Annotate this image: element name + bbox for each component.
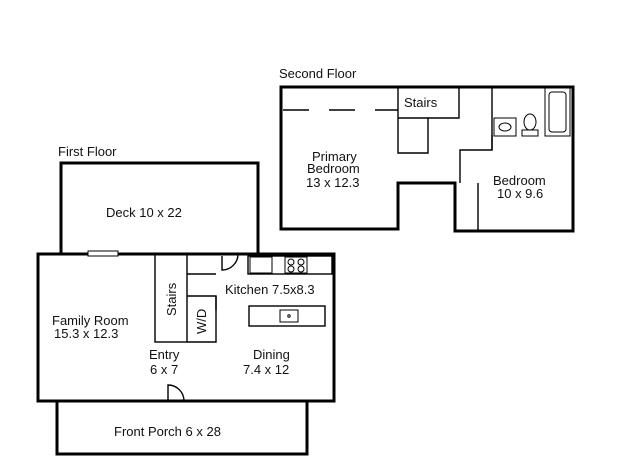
entry-name: Entry bbox=[149, 347, 180, 362]
refrigerator bbox=[249, 256, 273, 274]
bathtub-basin bbox=[548, 91, 567, 133]
stairs-lower-box bbox=[154, 253, 188, 343]
burner-3 bbox=[287, 265, 295, 273]
bathroom-walls bbox=[459, 88, 493, 231]
dining-name: Dining bbox=[253, 347, 290, 362]
burner-4 bbox=[297, 265, 305, 273]
deck-door-swing bbox=[221, 253, 239, 271]
washer-dryer-label: W/D bbox=[194, 309, 209, 334]
deck-label: Deck 10 x 22 bbox=[106, 205, 182, 220]
family-room-name: Family Room bbox=[52, 313, 129, 328]
second-floor-outer-walls bbox=[279, 85, 575, 233]
kitchen-counter bbox=[247, 255, 333, 275]
stairs-lower-label: Stairs bbox=[164, 282, 179, 316]
primary-bedroom-dims: 13 x 12.3 bbox=[306, 175, 360, 190]
kitchen-island bbox=[248, 305, 326, 327]
island-sink-drain bbox=[287, 314, 291, 318]
stairs-upper-label: Stairs bbox=[404, 95, 438, 110]
second-floor-title: Second Floor bbox=[279, 66, 357, 81]
toilet-bowl bbox=[523, 113, 537, 131]
washer-dryer-closet bbox=[187, 295, 217, 343]
first-floor-title: First Floor bbox=[58, 144, 117, 159]
stairs-upper-walls bbox=[397, 88, 460, 154]
deck-outline bbox=[59, 161, 260, 256]
toilet-tank bbox=[521, 129, 539, 137]
primary-bedroom-name-line1: Primary bbox=[312, 149, 357, 164]
front-door-swing bbox=[167, 384, 185, 402]
bedroom-dims: 10 x 9.6 bbox=[497, 186, 543, 201]
sliding-door bbox=[87, 250, 119, 257]
burner-1 bbox=[287, 258, 295, 266]
burner-2 bbox=[297, 258, 305, 266]
entry-dims: 6 x 7 bbox=[150, 362, 178, 377]
kitchen-label: Kitchen 7.5x8.3 bbox=[225, 282, 315, 297]
front-porch-outline bbox=[55, 399, 309, 456]
dining-dims: 7.4 x 12 bbox=[243, 362, 289, 377]
second-floor-plan bbox=[279, 85, 575, 233]
bathroom-sink-bowl bbox=[498, 122, 512, 132]
family-room-dims: 15.3 x 12.3 bbox=[54, 326, 118, 341]
first-floor-plan bbox=[36, 161, 336, 456]
front-porch-label: Front Porch 6 x 28 bbox=[114, 424, 221, 439]
bedroom-name: Bedroom bbox=[493, 173, 546, 188]
primary-bedroom-name-line2: Bedroom bbox=[307, 161, 360, 176]
